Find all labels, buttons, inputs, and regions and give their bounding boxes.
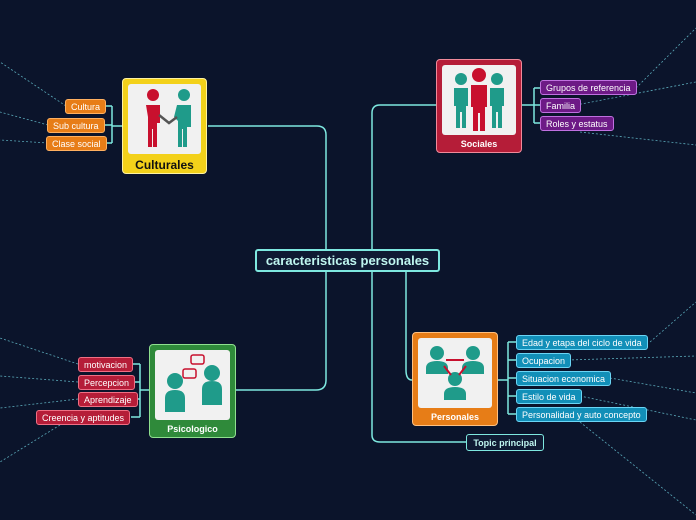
group-icon [454, 68, 504, 131]
tag-personalidad-y-auto-concepto[interactable]: Personalidad y auto concepto [516, 407, 647, 422]
tag-sub-cultura[interactable]: Sub cultura [47, 118, 105, 133]
tag-cultura[interactable]: Cultura [65, 99, 107, 114]
psicologico-title: Psicologico [167, 424, 218, 434]
conversation-icon [165, 354, 222, 412]
tag-ocupacion[interactable]: Ocupacion [516, 353, 572, 368]
tag-percepcion[interactable]: Percepcion [78, 375, 136, 390]
tag-motivacion[interactable]: motivacion [78, 357, 134, 372]
topic-principal-label: Topic principal [473, 437, 537, 448]
tag-edad-y-etapa[interactable]: Edad y etapa del ciclo de vida [516, 335, 648, 350]
tag-creencia-y-aptitudes[interactable]: Creencia y aptitudes [36, 410, 131, 425]
people-network-icon [426, 346, 484, 400]
tag-situacion-economica[interactable]: Situacion economica [516, 371, 612, 386]
tag-clase-social[interactable]: Clase social [46, 136, 107, 151]
personales-title: Personales [430, 412, 480, 422]
tag-grupos-de-referencia[interactable]: Grupos de referencia [540, 80, 637, 95]
topic-principal[interactable]: Topic principal [466, 434, 544, 451]
personales-node[interactable]: Personales [412, 332, 498, 426]
tag-familia[interactable]: Familia [540, 98, 582, 113]
psicologico-node[interactable]: Psicologico [149, 344, 236, 438]
tag-aprendizaje[interactable]: Aprendizaje [78, 392, 138, 407]
handshake-icon [146, 89, 191, 147]
culturales-title: Culturales [135, 158, 194, 172]
sociales-node[interactable]: Sociales [436, 59, 522, 153]
culturales-node[interactable]: Culturales [122, 78, 207, 174]
tag-roles-y-estatus[interactable]: Roles y estatus [540, 116, 614, 131]
central-topic[interactable]: caracteristicas personales [255, 249, 440, 272]
sociales-title: Sociales [460, 139, 498, 149]
central-topic-label: caracteristicas personales [265, 253, 430, 268]
tag-estilo-de-vida[interactable]: Estilo de vida [516, 389, 582, 404]
